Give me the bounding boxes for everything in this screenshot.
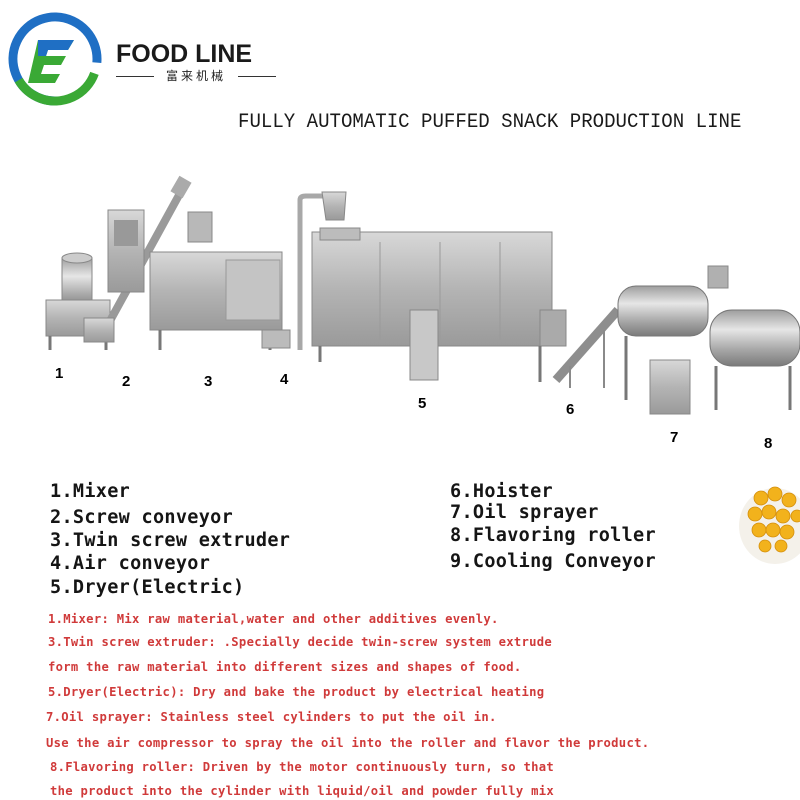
description-extruder: 3.Twin screw extruder: .Specially decide… <box>48 635 553 649</box>
description-oil-sprayer: 7.Oil sprayer: Stainless steel cylinders… <box>46 710 497 724</box>
legend-item-hoister: 6.Hoister <box>450 481 553 502</box>
legend-item-mixer: 1.Mixer <box>50 481 131 502</box>
machine-number: 8 <box>764 435 772 452</box>
brand-name: FOOD LINE <box>116 40 253 68</box>
production-line-illustration: 1 2 3 4 5 6 7 8 <box>45 175 800 452</box>
machine-number: 5 <box>418 395 426 412</box>
legend-item-oil-sprayer: 7.Oil sprayer <box>450 502 599 523</box>
machine-number: 7 <box>670 429 678 446</box>
puffed-snack-photo <box>739 486 800 564</box>
description-flavoring-roller-cont: the product into the cylinder with liqui… <box>50 784 555 798</box>
page-title: FULLY AUTOMATIC PUFFED SNACK PRODUCTION … <box>238 111 742 134</box>
brand-subtitle: 富来机械 <box>165 69 226 83</box>
legend-item-screw-conveyor: 2.Screw conveyor <box>50 507 234 528</box>
legend-item-air-conveyor: 4.Air conveyor <box>50 553 211 574</box>
legend-item-twin-screw-extruder: 3.Twin screw extruder <box>50 530 291 551</box>
twin-screw-extruder-machine <box>107 209 283 350</box>
machine-number: 2 <box>122 373 130 390</box>
machine-number: 4 <box>280 371 289 388</box>
machine-number: 6 <box>566 401 574 418</box>
dryer-machine <box>311 227 567 382</box>
legend-item-flavoring-roller: 8.Flavoring roller <box>450 525 656 546</box>
hoister-machine <box>552 307 622 388</box>
description-flavoring-roller: 8.Flavoring roller: Driven by the motor … <box>50 760 555 774</box>
legend-item-dryer: 5.Dryer(Electric) <box>50 577 245 598</box>
brand-subtitle-block: 富来机械 <box>116 66 276 86</box>
divider <box>238 76 276 77</box>
description-mixer: 1.Mixer: Mix raw material,water and othe… <box>48 612 499 626</box>
flavoring-roller-machine <box>709 309 800 410</box>
description-dryer: 5.Dryer(Electric): Dry and bake the prod… <box>48 685 545 699</box>
description-extruder-cont: form the raw material into different siz… <box>48 660 522 674</box>
oil-sprayer-machine <box>617 265 729 415</box>
divider <box>116 76 154 77</box>
legend-item-cooling-conveyor: 9.Cooling Conveyor <box>450 551 656 572</box>
description-oil-sprayer-cont: Use the air compressor to spray the oil … <box>46 736 650 750</box>
machine-number: 1 <box>55 365 63 382</box>
air-conveyor-machine <box>261 191 347 350</box>
machine-number: 3 <box>204 373 212 390</box>
food-line-logo <box>8 12 102 106</box>
